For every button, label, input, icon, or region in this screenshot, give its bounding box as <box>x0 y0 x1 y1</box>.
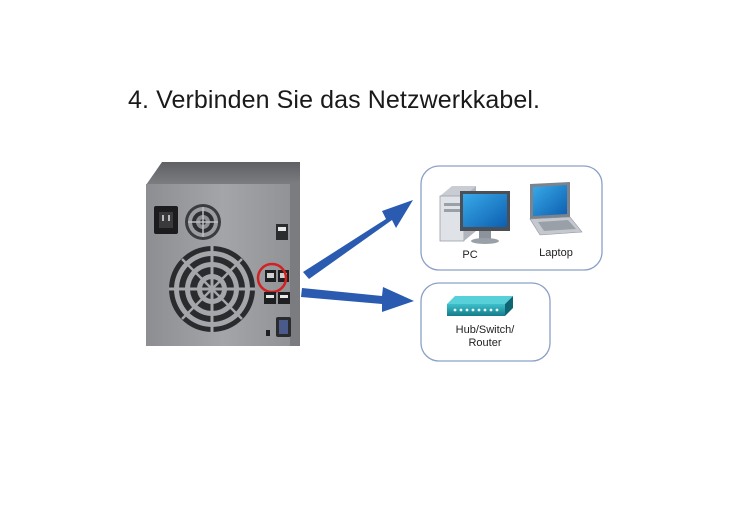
pc-label: PC <box>462 249 477 261</box>
lock-slot-icon <box>266 330 270 336</box>
vga-port-icon <box>276 317 291 337</box>
small-fan-icon <box>185 204 221 240</box>
nas-side-edge <box>290 184 300 346</box>
arrow-to-computers <box>303 200 413 279</box>
laptop-icon <box>529 182 583 236</box>
usb-port-icon <box>276 224 288 240</box>
arrow-to-network <box>301 287 414 312</box>
network-label-line2: Router <box>468 337 501 349</box>
hub-switch-icon <box>447 296 513 316</box>
instruction-title: 4. Verbinden Sie das Netzwerkkabel. <box>128 86 541 114</box>
network-panel: Hub/Switch/ Router <box>420 282 551 362</box>
nas-top <box>146 162 300 185</box>
pc-icon <box>439 186 510 244</box>
computers-panel: PC Laptop <box>420 165 603 271</box>
lan-port-icon <box>265 270 289 282</box>
network-label-line1: Hub/Switch/ <box>456 324 516 336</box>
nas-device <box>146 162 300 346</box>
power-socket-icon <box>154 206 178 234</box>
usb-ports-icon <box>264 292 290 304</box>
laptop-label: Laptop <box>539 247 573 259</box>
large-fan-icon <box>169 246 255 332</box>
